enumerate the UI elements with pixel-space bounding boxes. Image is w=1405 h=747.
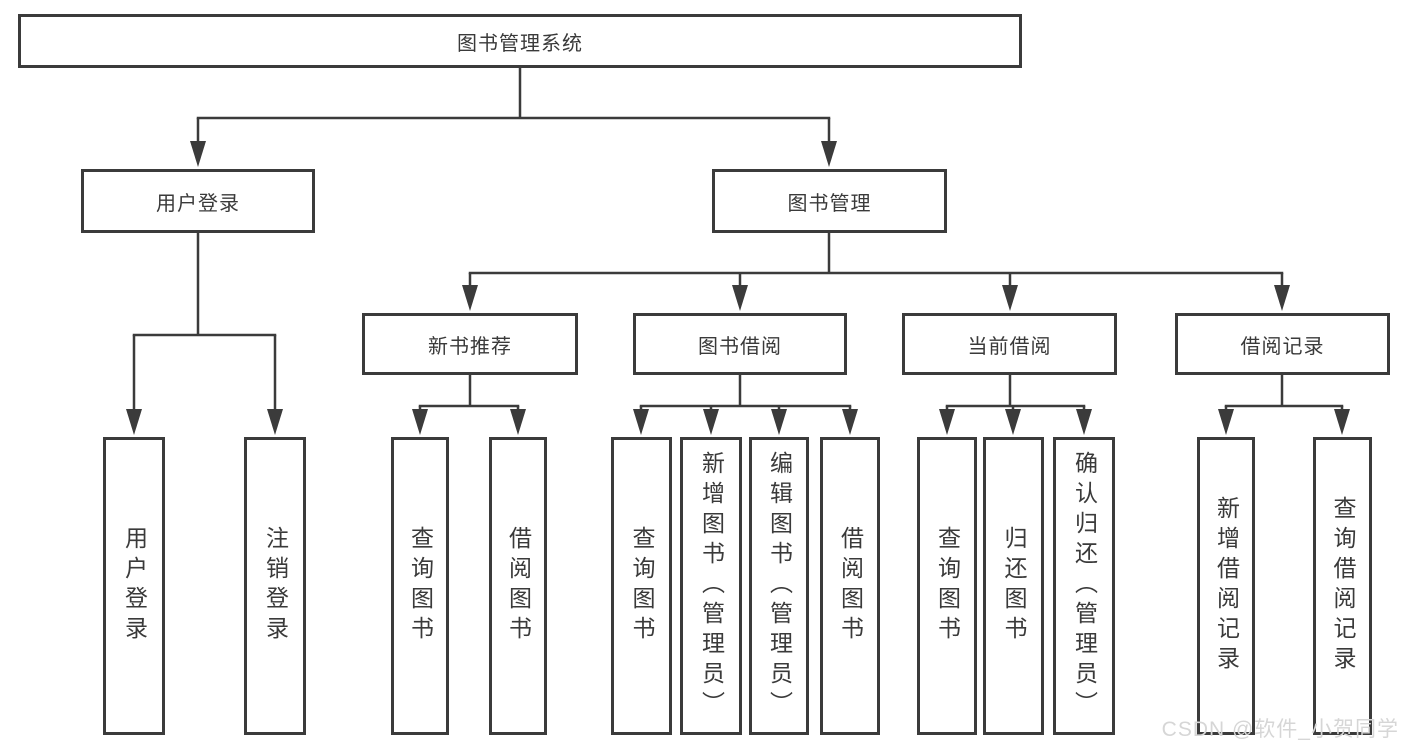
connector-book-borrow-to-leaves — [639, 374, 852, 412]
leaf-query-borrow-record: 查询借阅记录 — [1313, 437, 1372, 735]
leaf-edit-book-admin-label: 编辑图书（管理员） — [766, 451, 793, 721]
node-book-management-label: 图书管理 — [787, 192, 872, 215]
leaf-query-borrow-record-label: 查询借阅记录 — [1330, 496, 1356, 676]
connector-book-management-to-level3 — [468, 232, 1284, 289]
leaf-query-books-recommend-label: 查询图书 — [407, 526, 434, 646]
node-new-book-recommend: 新书推荐 — [362, 313, 578, 375]
leaf-confirm-return-admin: 确认归还（管理员） — [1053, 437, 1115, 735]
leaf-user-login-label: 用户登录 — [121, 526, 148, 646]
leaf-query-books-current-label: 查询图书 — [934, 526, 961, 646]
leaf-query-books-borrow: 查询图书 — [611, 437, 672, 735]
leaf-add-borrow-record-label: 新增借阅记录 — [1213, 496, 1240, 676]
leaf-user-login: 用户登录 — [103, 437, 165, 735]
leaf-add-book-admin-label: 新增图书（管理员） — [698, 451, 725, 721]
node-borrow-records-label: 借阅记录 — [1240, 335, 1325, 358]
node-root-label: 图书管理系统 — [457, 32, 583, 55]
connector-new-book-recommend-to-leaves — [418, 374, 520, 412]
arrowheads — [126, 141, 1350, 435]
node-user-login-label: 用户登录 — [156, 192, 240, 215]
leaf-add-book-admin: 新增图书（管理员） — [680, 437, 742, 735]
watermark: CSDN @软件_小贺同学 — [1161, 718, 1399, 741]
node-current-borrow-label: 当前借阅 — [967, 335, 1052, 358]
connector-current-borrow-to-leaves — [945, 374, 1086, 412]
leaf-query-books-borrow-label: 查询图书 — [629, 526, 655, 646]
node-user-login: 用户登录 — [81, 169, 315, 233]
leaf-add-borrow-record: 新增借阅记录 — [1197, 437, 1255, 735]
leaf-logout: 注销登录 — [244, 437, 306, 735]
leaf-borrow-books-recommend-label: 借阅图书 — [505, 526, 532, 646]
leaf-query-books-recommend: 查询图书 — [391, 437, 449, 735]
node-book-borrow-label: 图书借阅 — [698, 335, 782, 358]
leaf-borrow-books-recommend: 借阅图书 — [489, 437, 547, 735]
leaf-query-books-current: 查询图书 — [917, 437, 977, 735]
leaf-return-book: 归还图书 — [983, 437, 1044, 735]
node-root: 图书管理系统 — [18, 14, 1022, 68]
connector-user-login-to-leaves — [132, 232, 277, 413]
node-borrow-records: 借阅记录 — [1175, 313, 1390, 375]
leaf-confirm-return-admin-label: 确认归还（管理员） — [1071, 451, 1098, 721]
node-book-management: 图书管理 — [712, 169, 947, 233]
node-book-borrow: 图书借阅 — [633, 313, 847, 375]
connector-borrow-records-to-leaves — [1224, 374, 1344, 412]
node-current-borrow: 当前借阅 — [902, 313, 1117, 375]
leaf-return-book-label: 归还图书 — [1001, 526, 1027, 646]
connector-root-to-level2 — [196, 67, 831, 145]
leaf-borrow-books-label: 借阅图书 — [837, 526, 864, 646]
leaf-edit-book-admin: 编辑图书（管理员） — [749, 437, 809, 735]
leaf-borrow-books: 借阅图书 — [820, 437, 880, 735]
node-new-book-recommend-label: 新书推荐 — [428, 335, 512, 358]
leaf-logout-label: 注销登录 — [262, 526, 289, 646]
